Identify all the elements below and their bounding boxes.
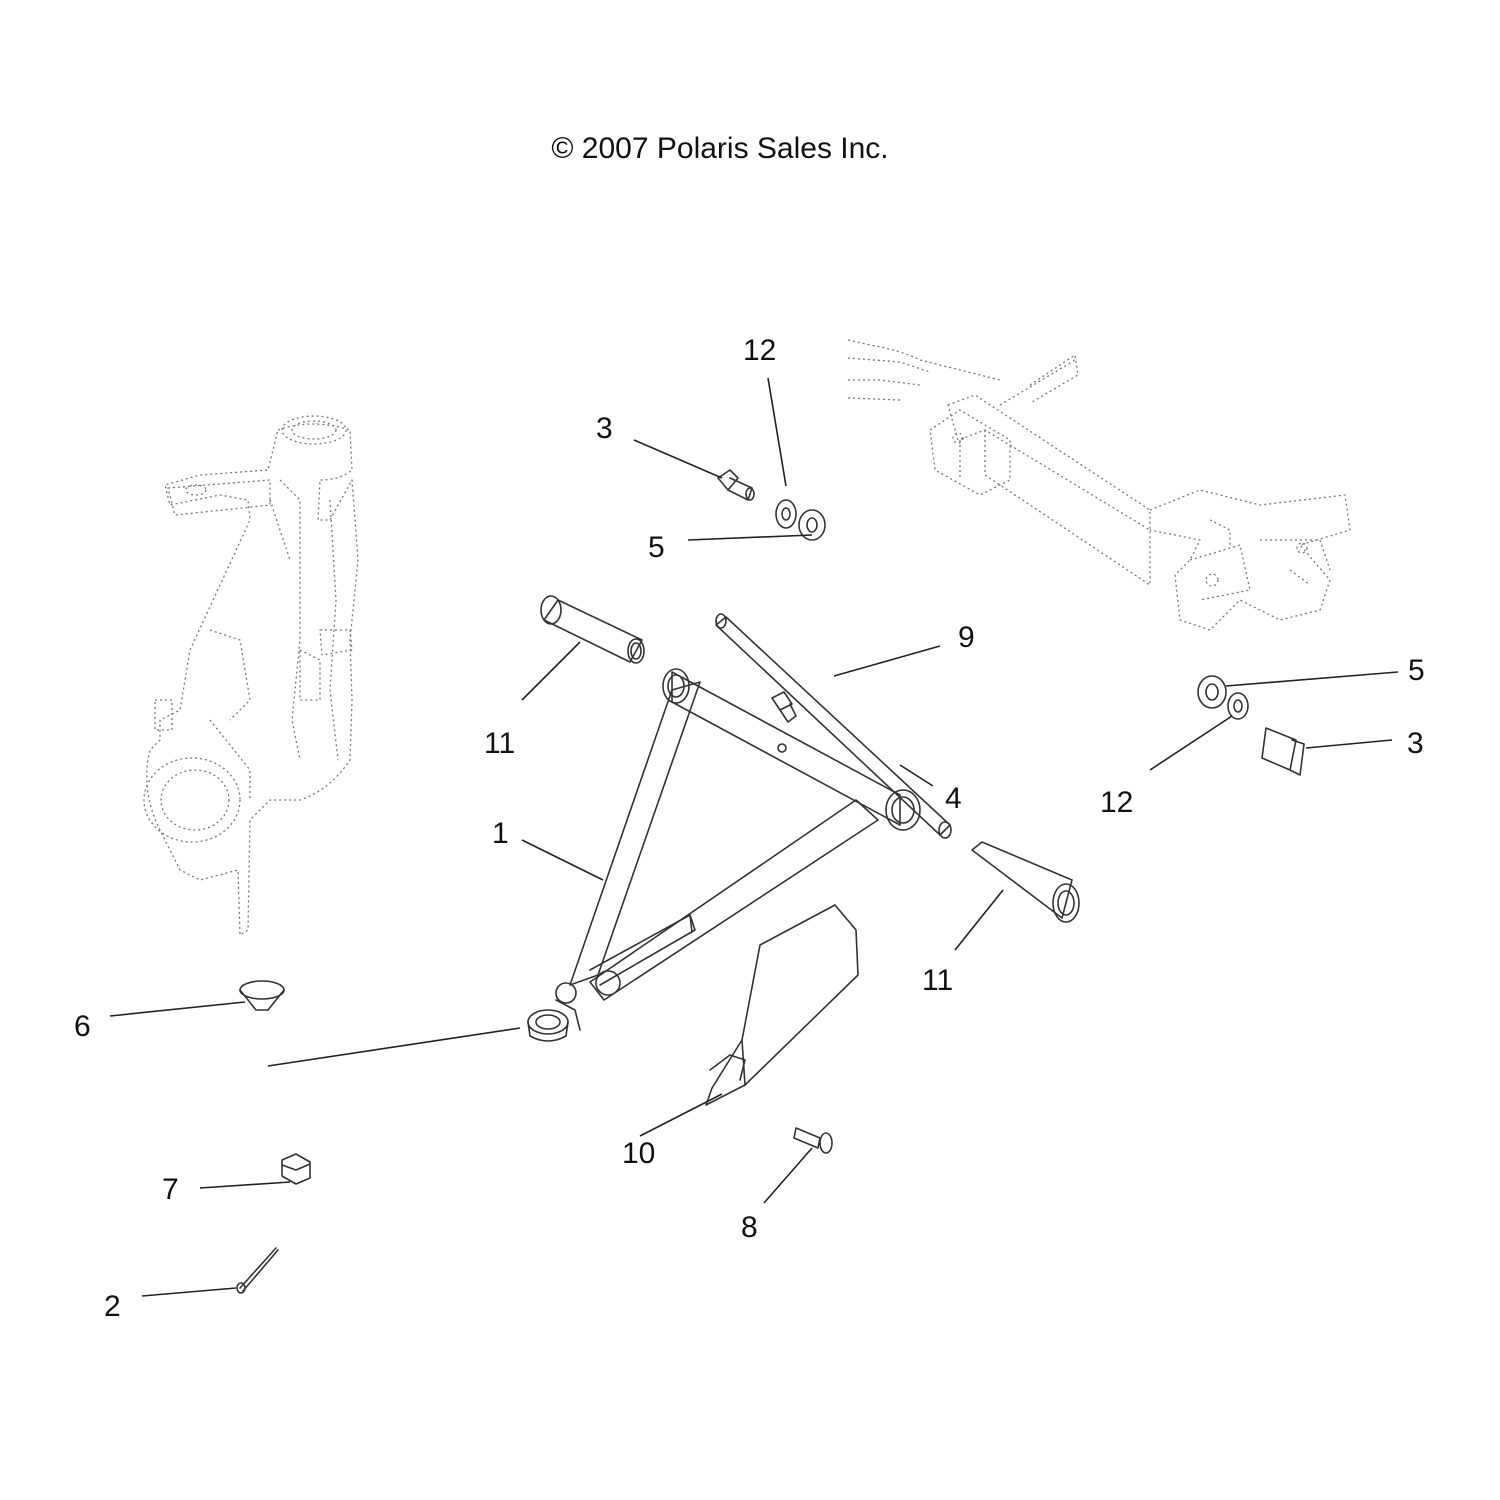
callout-8: 8 <box>741 1211 758 1244</box>
callout-11-upper: 11 <box>484 727 515 760</box>
callout-2: 2 <box>104 1290 121 1323</box>
washers-upper <box>775 499 826 541</box>
a-arm <box>555 668 921 1031</box>
frame-ghost <box>847 339 1351 631</box>
callout-4: 4 <box>945 782 962 815</box>
ball-joint <box>527 1009 569 1042</box>
bushing-lower <box>971 841 1080 923</box>
callout-5-right: 5 <box>1408 654 1425 687</box>
bushing-upper <box>540 595 645 664</box>
callout-labels: 12 3 5 9 5 11 3 4 12 1 11 6 10 7 8 2 <box>74 334 1425 1323</box>
steering-knuckle-ghost <box>143 415 359 936</box>
washers-right <box>1197 675 1249 720</box>
leader-lines <box>109 377 1399 1297</box>
callout-6: 6 <box>74 1010 91 1043</box>
copyright-notice: © 2007 Polaris Sales Inc. <box>551 132 889 165</box>
bolt-right <box>1261 727 1305 776</box>
bolt-upper <box>717 469 755 501</box>
callout-7: 7 <box>162 1173 179 1206</box>
callout-11-lower: 11 <box>922 964 953 997</box>
castle-nut <box>281 1153 311 1185</box>
callout-1: 1 <box>492 817 509 850</box>
callout-10: 9 <box>958 621 975 654</box>
callout-9: 10 <box>622 1137 655 1170</box>
callout-5-upper: 5 <box>648 531 665 564</box>
ball-joint-boot <box>239 980 285 1011</box>
pivot-tube <box>715 613 952 839</box>
callout-3-right: 3 <box>1407 727 1424 760</box>
callout-12-upper: 12 <box>743 334 776 367</box>
bolt-8 <box>793 1127 833 1154</box>
cotter-pin <box>236 1247 279 1294</box>
callout-3-upper: 3 <box>596 412 613 445</box>
callout-12-right: 12 <box>1100 786 1133 819</box>
guard-plate <box>705 904 859 1106</box>
